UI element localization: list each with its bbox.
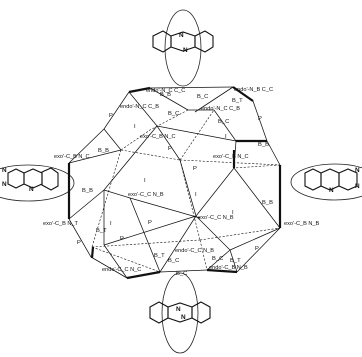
vertex-label-top-right: endo'-N_B C_C [234, 87, 273, 93]
edge-label: I [232, 210, 234, 216]
edge-label: I [134, 124, 136, 130]
edge-label: B_C [218, 119, 229, 125]
molecule-right-loop [291, 164, 362, 200]
molecule-top-right-ring [195, 31, 213, 52]
edge [104, 129, 121, 150]
edge-label: B_T [232, 98, 243, 104]
vertex-label-bottom-left: endo'-C_C N_C [102, 267, 141, 273]
edge-dashed [180, 110, 214, 160]
vertex-label-inner-center: exo'-C_C N_B [128, 192, 164, 198]
edge-dashed [200, 240, 207, 270]
vertex-label-bottom-right: endo'-C_B N_B [209, 265, 248, 271]
molecule-left-left-ring [8, 169, 24, 188]
molecule-bottom-right-ring [192, 302, 210, 323]
edge-label: B_C [168, 111, 179, 117]
edge [234, 168, 280, 228]
edge [104, 92, 129, 129]
molecule-right-left-ring [305, 169, 321, 190]
molecule-top-atom-2: N [183, 47, 188, 54]
edge-label: P [255, 246, 259, 252]
edge-label: I [195, 192, 197, 198]
molecule-right-atom-3: N [355, 183, 360, 190]
edge [157, 126, 180, 160]
vertex-label-left-upper: exo'-C_B N_C [54, 154, 90, 160]
vertex-label-inner-top: exo'-C_B N_C [140, 134, 176, 140]
molecule-bottom-loop [162, 273, 198, 353]
edge-label: B_T [96, 228, 107, 234]
molecule-bottom-left-ring [150, 302, 168, 323]
edge-label: B_B [160, 92, 171, 98]
edge-label: B_C [212, 256, 223, 262]
molecule-left-right-ring [42, 168, 58, 190]
edge-label: I [110, 221, 112, 227]
molecule-bottom-atom-1: N [176, 306, 181, 313]
edge [104, 245, 127, 278]
edge-label: B_B [262, 200, 273, 206]
edge-label: B_C [197, 94, 208, 100]
molecule-left-atom-3: N [29, 186, 34, 193]
edge-label: B_C [176, 271, 187, 277]
edge-label: P [258, 116, 262, 122]
edge-label: P [109, 113, 113, 119]
edge-label: P [120, 236, 124, 242]
molecule-top-left-ring [153, 31, 171, 52]
vertex-label-left-lower: exo'-C_B N_T [43, 221, 79, 227]
molecule-left-atom-2: N [2, 181, 7, 188]
edge-label: P [77, 240, 81, 246]
edge [130, 198, 200, 218]
vertex-label-bottom-mid: endo'-C_C N_B [175, 248, 214, 254]
edge [69, 190, 104, 219]
vertex-label-inner-lower: exo'-C_C N_B [198, 215, 234, 221]
vertex-label-mid-left: endo'-N_C C_B [120, 104, 159, 110]
edge-label: B_T [154, 253, 165, 259]
edge-label: B_B [98, 148, 109, 154]
edge-dashed [234, 165, 280, 168]
molecule-right-atom-2: N [355, 167, 360, 174]
edge-label: B_C [168, 258, 179, 264]
edge-dashed [180, 160, 200, 240]
edge-label: P [148, 220, 152, 226]
edge-label: P [193, 166, 197, 172]
edge-label: P [168, 146, 172, 152]
edge-dashed [200, 228, 280, 240]
edge-label: I [144, 178, 146, 184]
molecule-bottom-atom-2: N [181, 314, 186, 321]
molecule-right: N N N [291, 164, 362, 200]
edge-label: B_T [230, 258, 241, 264]
molecule-right-atom-1: N [329, 187, 334, 194]
edge-dashed [180, 160, 280, 165]
molecule-top-atom-1: N [179, 32, 184, 39]
vertex-label-inner-right: exo'-C_B N_C [213, 154, 249, 160]
vertex-label-mid-right: endo'-N_C C_B [201, 106, 240, 112]
edge [196, 168, 234, 216]
molecule-top: N N [153, 10, 213, 86]
molecule-left-atom-1: N [2, 167, 7, 174]
vertex-label-right-lower: exo'-C_B N_B [284, 221, 320, 227]
molecule-bottom: N N [150, 273, 210, 353]
molecule-left: N N N [0, 165, 74, 201]
edge-label: B_B [82, 188, 93, 194]
edge-thick [92, 247, 93, 258]
edge-label: B_B [258, 142, 269, 148]
